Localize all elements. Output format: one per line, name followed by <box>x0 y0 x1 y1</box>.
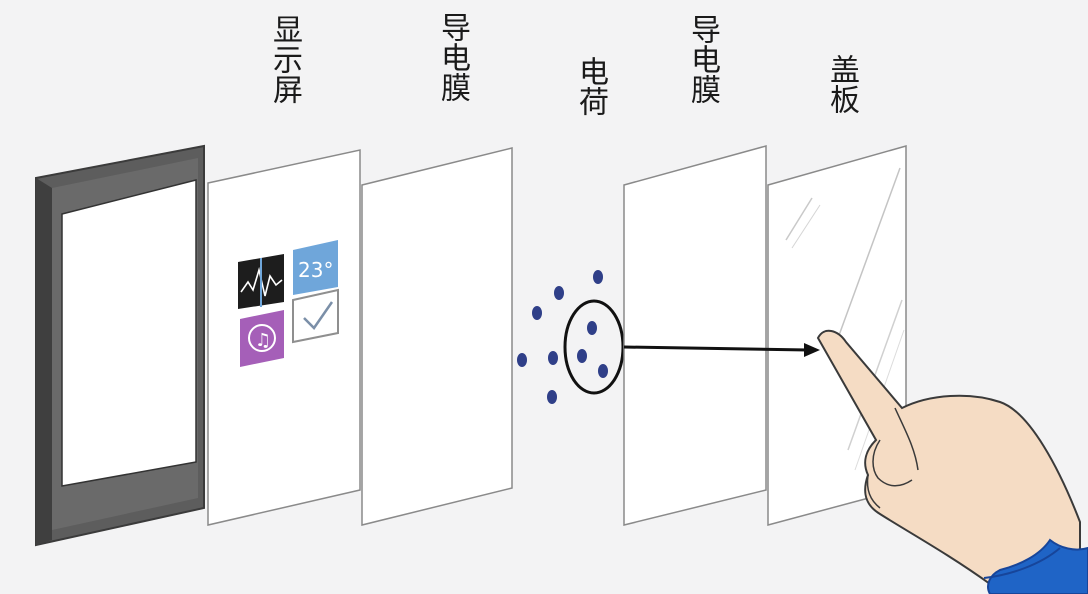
label-conductive-film-2: 导电膜 <box>685 14 720 104</box>
arrow <box>623 343 820 357</box>
device-side <box>36 178 52 545</box>
pointing-hand-icon <box>816 329 1088 594</box>
arrow-head-icon <box>804 343 820 357</box>
charge-dot <box>593 270 603 284</box>
charge-dots <box>517 270 608 404</box>
charge-dot <box>554 286 564 300</box>
sleeve <box>987 538 1088 594</box>
device <box>35 144 205 547</box>
temperature-tile: 23° <box>293 240 338 295</box>
label-conductive-film-1: 导电膜 <box>435 12 470 102</box>
temperature-text: 23° <box>298 258 333 282</box>
conductive-film-1 <box>361 147 513 526</box>
conductive-film-2 <box>623 145 767 526</box>
charge-dot <box>532 306 542 320</box>
label-charge: 电荷 <box>573 56 608 116</box>
label-cover: 盖板 <box>824 54 859 114</box>
charge-dot <box>587 321 597 335</box>
waveform-tile <box>238 254 284 309</box>
charge-dot <box>577 349 587 363</box>
music-note-icon: ♫ <box>255 330 271 351</box>
charge-dot <box>548 351 558 365</box>
charge-dot <box>517 353 527 367</box>
check-icon <box>303 301 334 330</box>
checkbox-tile <box>292 288 339 344</box>
display-layer: 23° ♫ <box>207 149 361 526</box>
charge-dot <box>547 390 557 404</box>
charge-highlight-circle <box>563 299 625 395</box>
device-screen <box>61 179 197 487</box>
label-display: 显示屏 <box>267 14 302 104</box>
charge-dot <box>598 364 608 378</box>
music-tile: ♫ <box>240 310 284 367</box>
